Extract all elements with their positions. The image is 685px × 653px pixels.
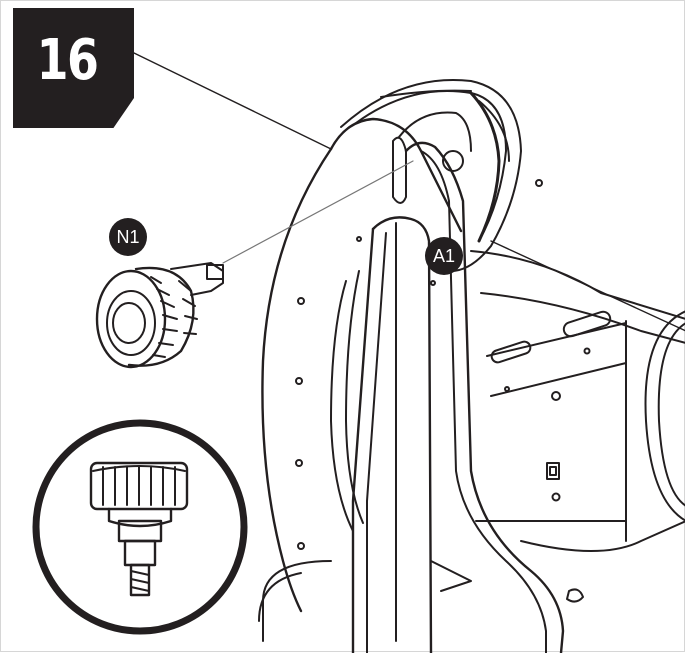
callout-n1: N1 — [109, 218, 147, 256]
base-ring — [258, 560, 584, 642]
side-plate — [261, 117, 463, 613]
top-hub — [340, 79, 522, 272]
step-badge — [13, 8, 134, 128]
magnified-knob-icon — [32, 419, 248, 635]
assembly-line — [222, 160, 414, 264]
base-frame — [470, 179, 685, 552]
callout-a1: A1 — [425, 237, 463, 275]
bracket-arm-a1 — [351, 141, 565, 653]
step-number: 16 — [36, 27, 99, 93]
guide-line-top — [133, 52, 332, 150]
knurled-knob-icon — [95, 262, 224, 369]
